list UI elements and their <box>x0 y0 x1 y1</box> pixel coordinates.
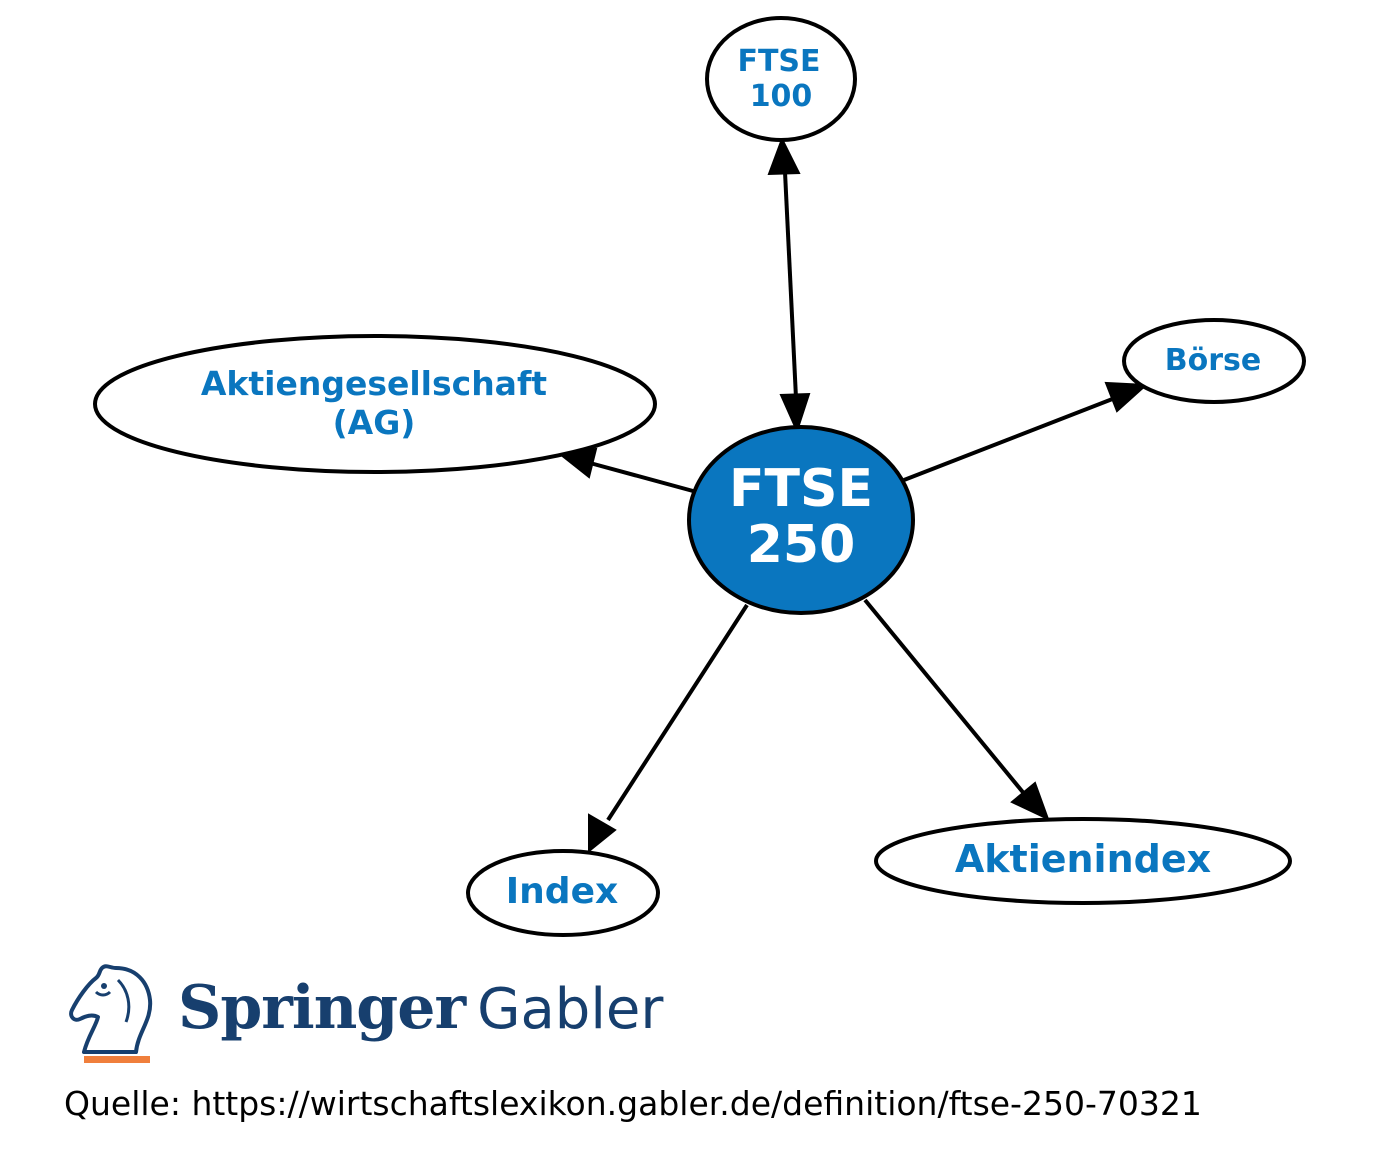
node-ftse250-center: FTSE 250 <box>687 425 915 615</box>
edge-ftse250-index <box>606 603 749 822</box>
concept-map: FTSE 100 Börse Aktiengesellschaft (AG) I… <box>93 16 1306 937</box>
node-index-label: Index <box>506 871 618 912</box>
edges <box>589 171 1116 822</box>
node-ag-label-1: Aktiengesellschaft <box>201 364 547 403</box>
edge-ftse250-ag <box>589 461 694 493</box>
center-label-2: 250 <box>747 515 856 575</box>
arrowhead-to-ftse100 <box>767 136 801 176</box>
node-aktienindex-label: Aktienindex <box>955 837 1211 881</box>
source-citation: Quelle: https://wirtschaftslexikon.gable… <box>64 1084 1202 1123</box>
node-ftse100: FTSE 100 <box>705 16 857 142</box>
edge-ftse250-aktienindex <box>863 598 1028 798</box>
logo-springer: Springer <box>178 973 466 1043</box>
node-ftse100-label-1: FTSE <box>737 44 820 79</box>
node-ag: Aktiengesellschaft (AG) <box>93 334 657 474</box>
arrowhead-to-boerse <box>1104 381 1149 413</box>
node-index: Index <box>466 849 660 937</box>
center-label-1: FTSE <box>729 459 873 519</box>
arrowhead-from-ftse100-to-center <box>779 392 811 434</box>
arrowhead-to-aktienindex <box>1010 781 1050 821</box>
node-boerse: Börse <box>1122 318 1306 404</box>
node-aktienindex: Aktienindex <box>874 817 1292 905</box>
knight-horse-icon <box>69 964 153 1063</box>
node-boerse-label: Börse <box>1165 343 1261 378</box>
logo-gabler: Gabler <box>477 977 664 1042</box>
edge-ftse250-boerse <box>903 396 1116 482</box>
node-ag-label-2: (AG) <box>333 403 416 442</box>
edge-ftse250-ftse100 <box>783 171 798 399</box>
arrowhead-to-index <box>588 813 617 854</box>
arrowheads <box>557 136 1149 854</box>
node-ftse100-label-2: 100 <box>750 79 813 114</box>
